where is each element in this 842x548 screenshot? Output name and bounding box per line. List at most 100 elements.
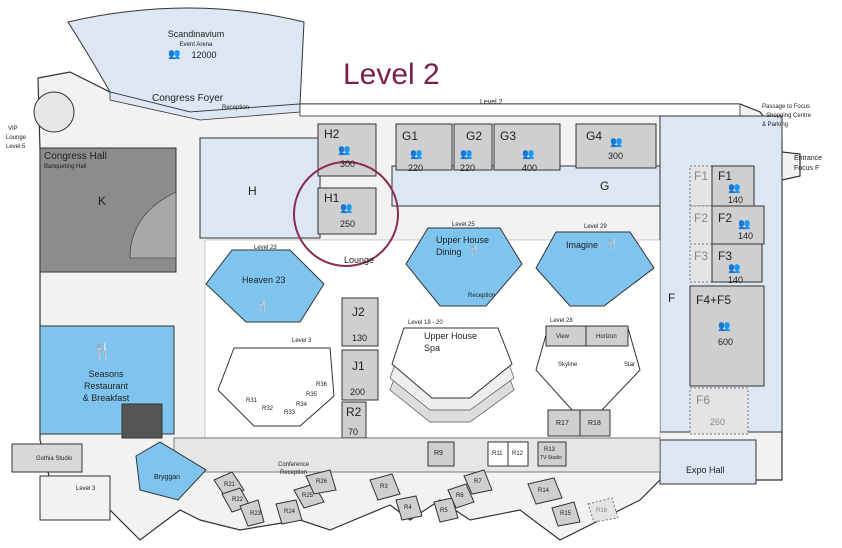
- dining-icon: 🍴: [606, 239, 619, 250]
- g-corridor: [391, 165, 661, 207]
- room-r14: [527, 477, 563, 505]
- congress-hall-curve: [129, 191, 177, 259]
- people-icon: 👥: [610, 137, 623, 148]
- people-icon: 👥: [340, 203, 353, 214]
- room-f3-label: F3: [718, 249, 733, 263]
- people-icon: 👥: [168, 49, 181, 60]
- room-r32: R32: [262, 406, 274, 412]
- room-f-label: F: [668, 291, 676, 305]
- upper-dining-reception: Reception: [468, 293, 496, 299]
- room-g2-cap: 220: [460, 163, 476, 173]
- room-r24-label: R24: [284, 509, 296, 515]
- congress-foyer-label: Congress Foyer: [152, 93, 224, 104]
- entrance-l2: Focus F: [794, 165, 820, 172]
- dining-icon: 🍴: [92, 343, 112, 360]
- room-f1-label: F1: [718, 169, 733, 183]
- entrance-l1: Entrance: [794, 155, 823, 162]
- room-r4-label: R4: [404, 505, 412, 511]
- room-r15: [551, 501, 581, 527]
- room-horizon: [585, 325, 629, 347]
- level2-corridor: [299, 103, 741, 117]
- room-h-label: H: [248, 184, 257, 198]
- room-r11-label: R11: [492, 451, 503, 457]
- room-r14-label: R14: [538, 488, 550, 494]
- room-f4f5-cap: 600: [718, 337, 734, 347]
- room-r33: R33: [284, 410, 296, 416]
- skyline-label: Skyline: [558, 362, 578, 368]
- room-g1-cap: 220: [408, 163, 424, 173]
- room-r15-label: R15: [560, 511, 572, 517]
- heaven-name: Heaven 23: [242, 275, 286, 285]
- vip-l2: Lounge: [6, 135, 27, 141]
- room-f6-label: F6: [696, 393, 711, 407]
- upper-dining-l2: Dining: [436, 247, 462, 257]
- spa-l1: Upper House: [424, 331, 478, 341]
- people-icon: 👥: [728, 263, 741, 274]
- gothia-label: Gothia Studio: [36, 456, 73, 462]
- room-r34: R34: [296, 402, 308, 408]
- room-r23: [239, 499, 265, 527]
- upper-dining-shape: [405, 227, 523, 307]
- room-r23-label: R23: [250, 511, 262, 517]
- level3-label: Level 3: [292, 338, 312, 344]
- room-j2-label: J2: [352, 305, 365, 319]
- bryggan-shape: [135, 441, 207, 501]
- room-r22-label: R22: [232, 497, 244, 503]
- room-h1-cap: 250: [340, 219, 356, 229]
- room-r13: [537, 441, 567, 467]
- room-r6-label: R6: [456, 493, 464, 499]
- level28-label: Level 28: [550, 318, 573, 324]
- gothia-studio: [11, 443, 83, 473]
- room-r36: R36: [316, 382, 328, 388]
- people-icon: 👥: [718, 321, 731, 332]
- room-h1-label: H1: [324, 191, 340, 205]
- people-icon: 👥: [410, 149, 423, 160]
- room-g3-label: G3: [500, 129, 517, 143]
- room-r25-label: R25: [302, 493, 314, 499]
- room-f2-light-label: F2: [694, 211, 709, 225]
- room-r35: R35: [306, 392, 318, 398]
- room-j1: [341, 349, 379, 401]
- room-r13-sub: TV-Studio: [540, 455, 562, 461]
- room-r2: [341, 401, 367, 439]
- room-f2-label: F2: [718, 211, 733, 225]
- vip-l1: VIP: [8, 126, 18, 132]
- people-icon: 👥: [728, 183, 741, 194]
- room-r3: [369, 473, 401, 501]
- view-label: View: [556, 334, 569, 340]
- room-r26: [305, 469, 337, 495]
- passage-l1: Passage to Focus: [762, 104, 811, 110]
- room-r5-label: R5: [440, 508, 448, 514]
- spa-level: Level 18 - 20: [408, 320, 443, 326]
- room-f3-light-label: F3: [694, 249, 709, 263]
- level3-left-label: Level 3: [76, 486, 96, 492]
- expo-hall-label: Expo Hall: [686, 465, 725, 475]
- imagine-name: Imagine: [566, 240, 599, 250]
- expo-hall: [659, 439, 757, 485]
- conference-l2: Reception: [280, 470, 308, 476]
- room-r3-label: R3: [380, 484, 388, 490]
- room-r21-label: R21: [224, 482, 236, 488]
- room-r17-label: R17: [556, 420, 569, 427]
- conference-l1: Conference: [278, 462, 310, 468]
- passage-l2: Shopping Centre: [766, 113, 812, 119]
- imagine-level: Level 29: [584, 224, 607, 230]
- spa-l2: Spa: [424, 343, 441, 353]
- room-f1-light-label: F1: [694, 169, 709, 183]
- room-r2-cap: 70: [348, 427, 359, 437]
- congress-hall-name: Congress Hall: [44, 151, 107, 162]
- room-r7: [463, 469, 493, 495]
- lounge-label: Lounge: [344, 255, 375, 265]
- dining-icon: 🍴: [256, 301, 269, 312]
- vip-lounge-shape: [33, 91, 75, 133]
- heaven23-shape: [205, 249, 325, 323]
- room-h1: [317, 187, 377, 235]
- room-f4f5-label: F4+F5: [696, 293, 732, 307]
- people-icon: 👥: [460, 149, 473, 160]
- congress-hall-sub: Banqueting Hall: [44, 164, 87, 170]
- imagine-shape: [535, 231, 655, 307]
- room-r7-label: R7: [474, 479, 482, 485]
- seasons-l2: Restaurant: [83, 381, 129, 391]
- h1-highlight-ring: [293, 161, 399, 267]
